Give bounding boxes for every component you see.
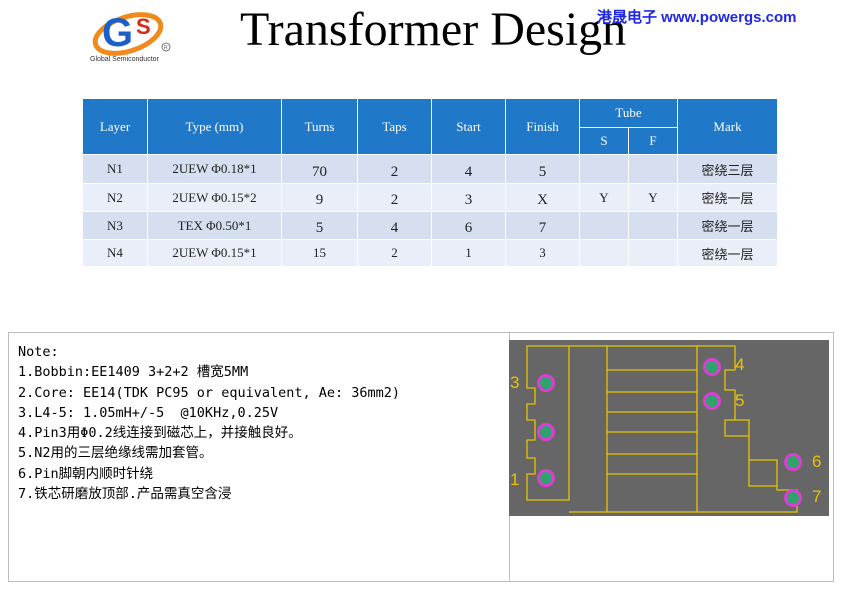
cell-taps: 2: [357, 239, 432, 267]
brand-text: 港晟电子 www.powergs.com: [597, 9, 797, 26]
cell-finish: 7: [505, 211, 580, 240]
svg-text:G: G: [102, 11, 133, 55]
cell-start: 4: [431, 154, 506, 184]
table-row: N2 2UEW Φ0.15*2 9 2 3 X Y Y 密绕一层: [82, 183, 778, 212]
cell-mark: 密绕一层: [677, 211, 778, 240]
header-type: Type (mm): [147, 98, 282, 155]
cell-start: 6: [431, 211, 506, 240]
header-tube: Tube: [579, 98, 678, 128]
note-item: 5.N2用的三层绝缘线需加套管。: [18, 445, 213, 462]
cell-mark: 密绕一层: [677, 239, 778, 267]
note-item: 7.铁芯研磨放顶部.产品需真空含浸: [18, 486, 232, 503]
header-finish: Finish: [505, 98, 580, 155]
cell-taps: 4: [357, 211, 432, 240]
pin-label-4: 4: [735, 355, 745, 374]
table-row: N1 2UEW Φ0.18*1 70 2 4 5 密绕三层: [82, 154, 778, 184]
cell-finish: 5: [505, 154, 580, 184]
note-item: 4.Pin3用Φ0.2线连接到磁芯上，并接触良好。: [18, 425, 302, 442]
cell-tube-s: [579, 239, 629, 267]
pcb-pads: [537, 358, 802, 507]
header-mark: Mark: [677, 98, 778, 155]
cell-type: 2UEW Φ0.15*2: [147, 183, 282, 212]
pin-label-6: 6: [812, 452, 822, 471]
svg-text:S: S: [136, 14, 151, 39]
pin-label-7: 7: [812, 487, 822, 506]
cell-mark: 密绕三层: [677, 154, 778, 184]
table-row: N3 TEX Φ0.50*1 5 4 6 7 密绕一层: [82, 211, 778, 240]
cell-layer: N3: [82, 211, 148, 240]
cell-turns: 9: [281, 183, 358, 212]
cell-layer: N2: [82, 183, 148, 212]
header-start: Start: [431, 98, 506, 155]
pin-label-5: 5: [735, 391, 745, 410]
cell-type: TEX Φ0.50*1: [147, 211, 282, 240]
cell-tube-f: Y: [628, 183, 678, 212]
note-item: 1.Bobbin:EE1409 3+2+2 槽宽5MM: [18, 364, 249, 381]
pcb-footprint-diagram: [509, 340, 829, 516]
cell-layer: N4: [82, 239, 148, 267]
note-item: 3.L4-5: 1.05mH+/-5 @10KHz,0.25V: [18, 404, 279, 421]
cell-finish: X: [505, 183, 580, 212]
notes-panel: [8, 332, 834, 582]
page-title: Transformer Design: [240, 3, 627, 56]
header-layer: Layer: [82, 98, 148, 155]
cell-finish: 3: [505, 239, 580, 267]
cell-taps: 2: [357, 154, 432, 184]
pin-label-1: 1: [510, 470, 520, 489]
cell-start: 1: [431, 239, 506, 267]
cell-type: 2UEW Φ0.15*1: [147, 239, 282, 267]
header-taps: Taps: [357, 98, 432, 155]
cell-tube-s: [579, 154, 629, 184]
svg-text:R: R: [164, 45, 168, 51]
cell-turns: 70: [281, 154, 358, 184]
cell-tube-s: Y: [579, 183, 629, 212]
cell-taps: 2: [357, 183, 432, 212]
gs-logo: G S R: [92, 11, 171, 56]
cell-tube-f: [628, 211, 678, 240]
cell-turns: 5: [281, 211, 358, 240]
pin-label-3: 3: [510, 373, 520, 392]
cell-mark: 密绕一层: [677, 183, 778, 212]
cell-start: 3: [431, 183, 506, 212]
cell-tube-s: [579, 211, 629, 240]
notes-text: Note: 1.Bobbin:EE1409 3+2+2 槽宽5MM 2.Core: …: [18, 342, 400, 504]
header-tube-f: F: [628, 127, 678, 155]
notes-heading: Note:: [18, 344, 59, 360]
header-tube-s: S: [579, 127, 629, 155]
note-item: 2.Core: EE14(TDK PC95 or equivalent, Ae:…: [18, 384, 401, 401]
cell-layer: N1: [82, 154, 148, 184]
note-item: 6.Pin脚朝内顺时针绕: [18, 465, 154, 482]
logo-subtitle: Global Semiconductor: [90, 56, 159, 63]
cell-type: 2UEW Φ0.18*1: [147, 154, 282, 184]
cell-tube-f: [628, 154, 678, 184]
header-turns: Turns: [281, 98, 358, 155]
cell-tube-f: [628, 239, 678, 267]
cell-turns: 15: [281, 239, 358, 267]
table-row: N4 2UEW Φ0.15*1 15 2 1 3 密绕一层: [82, 239, 778, 267]
winding-spec-table: Layer Type (mm) Turns Taps Start Finish …: [82, 98, 778, 267]
